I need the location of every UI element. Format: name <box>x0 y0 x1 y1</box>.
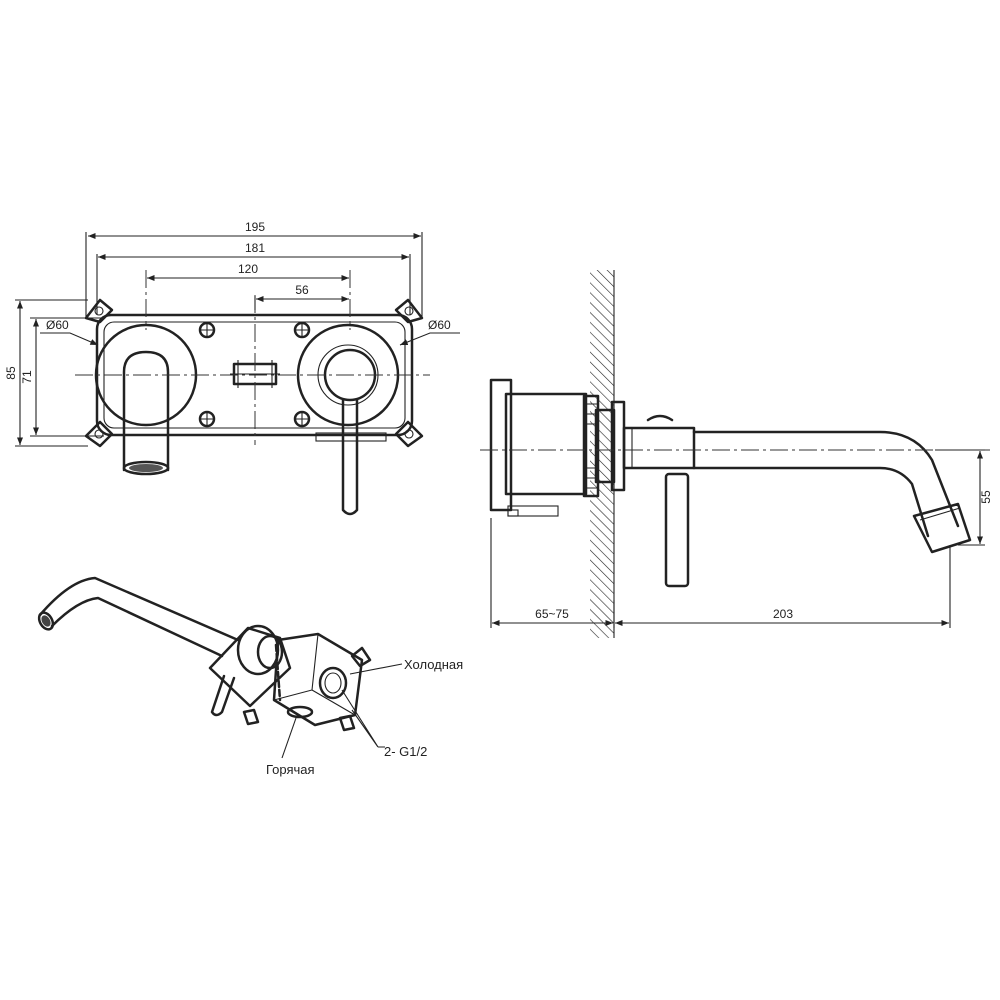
dim-spout-length: 203 <box>773 607 793 621</box>
label-cold: Холодная <box>404 657 463 672</box>
side-view: 65~75 203 55 <box>480 270 993 638</box>
cold-inlet <box>318 666 348 700</box>
label-hot: Горячая <box>266 762 315 777</box>
spout-front <box>122 350 170 476</box>
isometric-view: Холодная 2- G1/2 Горячая <box>37 576 463 777</box>
spout-side <box>622 414 972 554</box>
dim-120: 120 <box>238 262 258 276</box>
dim-181: 181 <box>245 241 265 255</box>
dim-diameter-left: Ø60 <box>46 318 69 332</box>
dim-195: 195 <box>245 220 265 234</box>
dim-56: 56 <box>295 283 309 297</box>
dim-85: 85 <box>4 366 18 380</box>
dim-spout-height: 55 <box>979 490 993 504</box>
wall-hatch <box>590 270 614 638</box>
label-thread: 2- G1/2 <box>384 744 427 759</box>
mounting-screws <box>198 321 311 428</box>
mixer-handle <box>341 398 359 516</box>
dim-71: 71 <box>20 370 34 384</box>
hot-inlet <box>286 705 314 719</box>
mixer-handle-side <box>664 472 690 588</box>
dim-depth: 65~75 <box>535 607 569 621</box>
dim-diameter-right: Ø60 <box>428 318 451 332</box>
front-view: 195 181 120 56 85 71 Ø60 Ø60 <box>4 220 460 516</box>
